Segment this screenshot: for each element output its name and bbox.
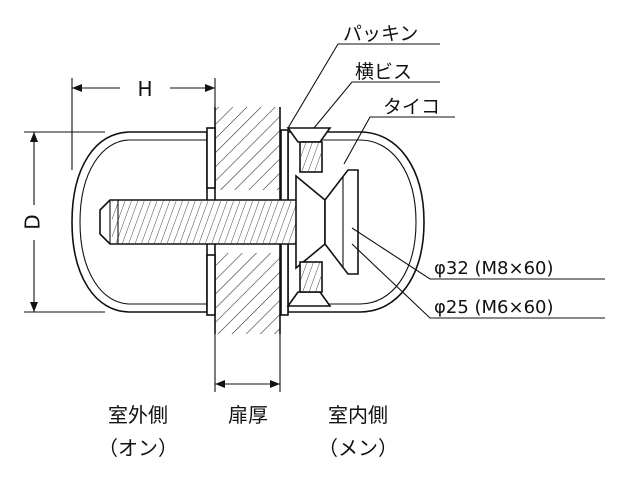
label-inside: 室内側 xyxy=(328,403,388,427)
dimension-h: H xyxy=(71,77,216,170)
door-panel xyxy=(214,107,281,334)
side-screw-top xyxy=(286,127,332,173)
label-door-thickness: 扉厚 xyxy=(228,403,268,427)
dimension-h-label: H xyxy=(137,77,152,101)
label-taiko: タイコ xyxy=(383,96,440,118)
label-outside: 室外側 xyxy=(108,403,168,427)
side-screw-bottom xyxy=(286,261,332,307)
label-packing: パッキン xyxy=(343,23,418,45)
taiko-nut xyxy=(295,169,359,275)
label-inside-sub: （メン） xyxy=(318,436,398,460)
dimension-d-label: D xyxy=(21,214,45,229)
label-side-screw: 横ビス xyxy=(355,61,412,83)
leader-lines xyxy=(287,43,605,319)
dimension-door-thickness xyxy=(214,334,281,392)
main-bolt xyxy=(99,199,326,245)
label-outside-sub: （オン） xyxy=(98,436,178,460)
label-spec-m6: φ25 (M6×60) xyxy=(434,297,554,318)
dimension-d: D xyxy=(21,131,105,313)
label-spec-m8: φ32 (M8×60) xyxy=(434,258,554,279)
